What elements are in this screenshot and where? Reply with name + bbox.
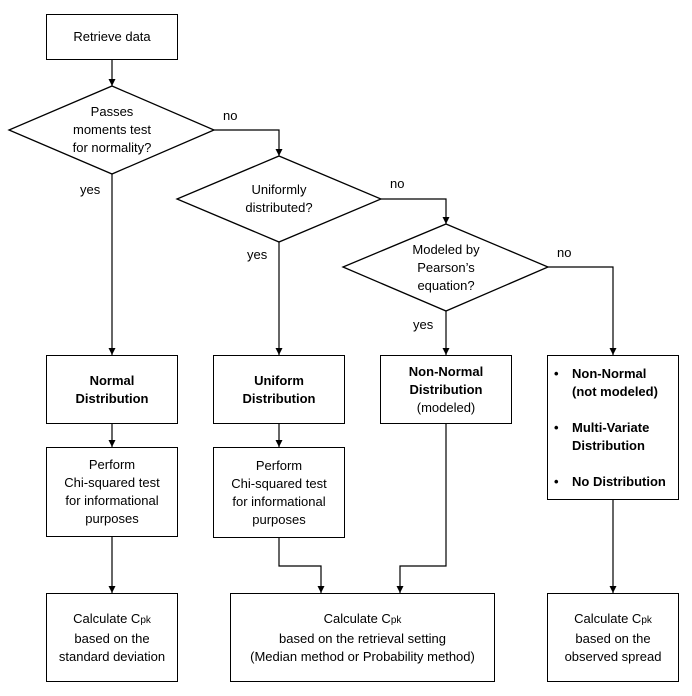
chi-squared-test-box-1: Perform Chi-squared test for information… xyxy=(46,447,178,537)
calc-cpk-retrieval-setting-box: Calculate Cpk based on the retrieval set… xyxy=(230,593,495,682)
chi-test-line: Chi-squared test xyxy=(231,475,327,491)
retrieve-data-label: Retrieve data xyxy=(73,29,151,44)
decision-pearson-line: equation? xyxy=(417,278,475,293)
decision-normality-line: Passes xyxy=(90,104,134,119)
edge-label-no: no xyxy=(557,245,572,260)
decision-pearson-line: Pearson’s xyxy=(417,260,475,275)
decision-uniform: Uniformly distributed? xyxy=(199,170,359,228)
edge-normality-no xyxy=(214,129,283,156)
edge-label-yes: yes xyxy=(80,182,101,197)
list-item: Multi-Variate Distribution xyxy=(548,419,678,455)
chi-squared-test-box-2: Perform Chi-squared test for information… xyxy=(213,447,345,538)
other-distributions-list: Non-Normal (not modeled) Multi-Variate D… xyxy=(548,365,678,491)
chi-test-line: Perform xyxy=(255,457,303,473)
decision-uniform-line: distributed? xyxy=(245,200,313,215)
normal-distribution-line: Normal xyxy=(89,372,135,388)
edge-pearson-no xyxy=(548,266,617,355)
decision-normality-line: moments test xyxy=(72,122,152,137)
edge-label-no: no xyxy=(223,108,238,123)
normal-distribution-box: Normal Distribution xyxy=(46,355,178,424)
list-item: No Distribution xyxy=(548,473,678,491)
chi-test-line: Perform xyxy=(88,457,136,472)
calc-cpk-line: standard deviation xyxy=(58,648,166,664)
edge-chi2-to-calc xyxy=(278,538,325,593)
retrieve-data-box: Retrieve data xyxy=(46,14,178,60)
other-distributions-box: Non-Normal (not modeled) Multi-Variate D… xyxy=(547,355,679,500)
non-normal-modeled-line: Distribution xyxy=(409,381,483,397)
uniform-distribution-line: Uniform xyxy=(254,372,304,388)
edge-label-no: no xyxy=(390,176,405,191)
chi-test-line: for informational xyxy=(65,493,159,508)
chi-test-line: Chi-squared test xyxy=(64,475,160,490)
edge-uniform-no xyxy=(381,198,450,224)
calc-cpk-line: based on the xyxy=(74,630,150,646)
calc-cpk-line: based on the retrieval setting xyxy=(279,630,446,646)
calc-cpk-heading: Calculate Cpk xyxy=(73,610,151,626)
decision-pearson-line: Modeled by xyxy=(412,242,480,257)
uniform-distribution-line: Distribution xyxy=(242,390,316,406)
edge-nonnormal-to-calc xyxy=(396,424,447,593)
calc-cpk-heading: Calculate Cpk xyxy=(574,610,652,626)
chi-test-line: for informational xyxy=(232,493,326,509)
calc-cpk-line: (Median method or Probability method) xyxy=(250,648,475,664)
decision-pearson: Modeled by Pearson’s equation? xyxy=(366,232,526,304)
edge-label-yes: yes xyxy=(413,317,434,332)
calc-cpk-heading: Calculate Cpk xyxy=(323,610,402,626)
non-normal-modeled-box: Non-Normal Distribution (modeled) xyxy=(380,355,512,424)
calc-cpk-observed-spread-box: Calculate Cpk based on the observed spre… xyxy=(547,593,679,682)
decision-uniform-line: Uniformly xyxy=(251,182,307,197)
edge-label-yes: yes xyxy=(247,247,268,262)
calc-cpk-standard-deviation-box: Calculate Cpk based on the standard devi… xyxy=(46,593,178,682)
decision-normality: Passes moments test for normality? xyxy=(30,94,194,166)
non-normal-modeled-line: Non-Normal xyxy=(408,363,484,379)
decision-normality-line: for normality? xyxy=(72,140,152,155)
non-normal-modeled-note: (modeled) xyxy=(416,399,476,415)
list-item: Non-Normal (not modeled) xyxy=(548,365,678,401)
calc-cpk-line: based on the xyxy=(575,630,651,646)
chi-test-line: purposes xyxy=(252,511,306,527)
normal-distribution-line: Distribution xyxy=(75,390,149,406)
calc-cpk-line: observed spread xyxy=(564,648,662,664)
chi-test-line: purposes xyxy=(85,511,139,526)
uniform-distribution-box: Uniform Distribution xyxy=(213,355,345,424)
